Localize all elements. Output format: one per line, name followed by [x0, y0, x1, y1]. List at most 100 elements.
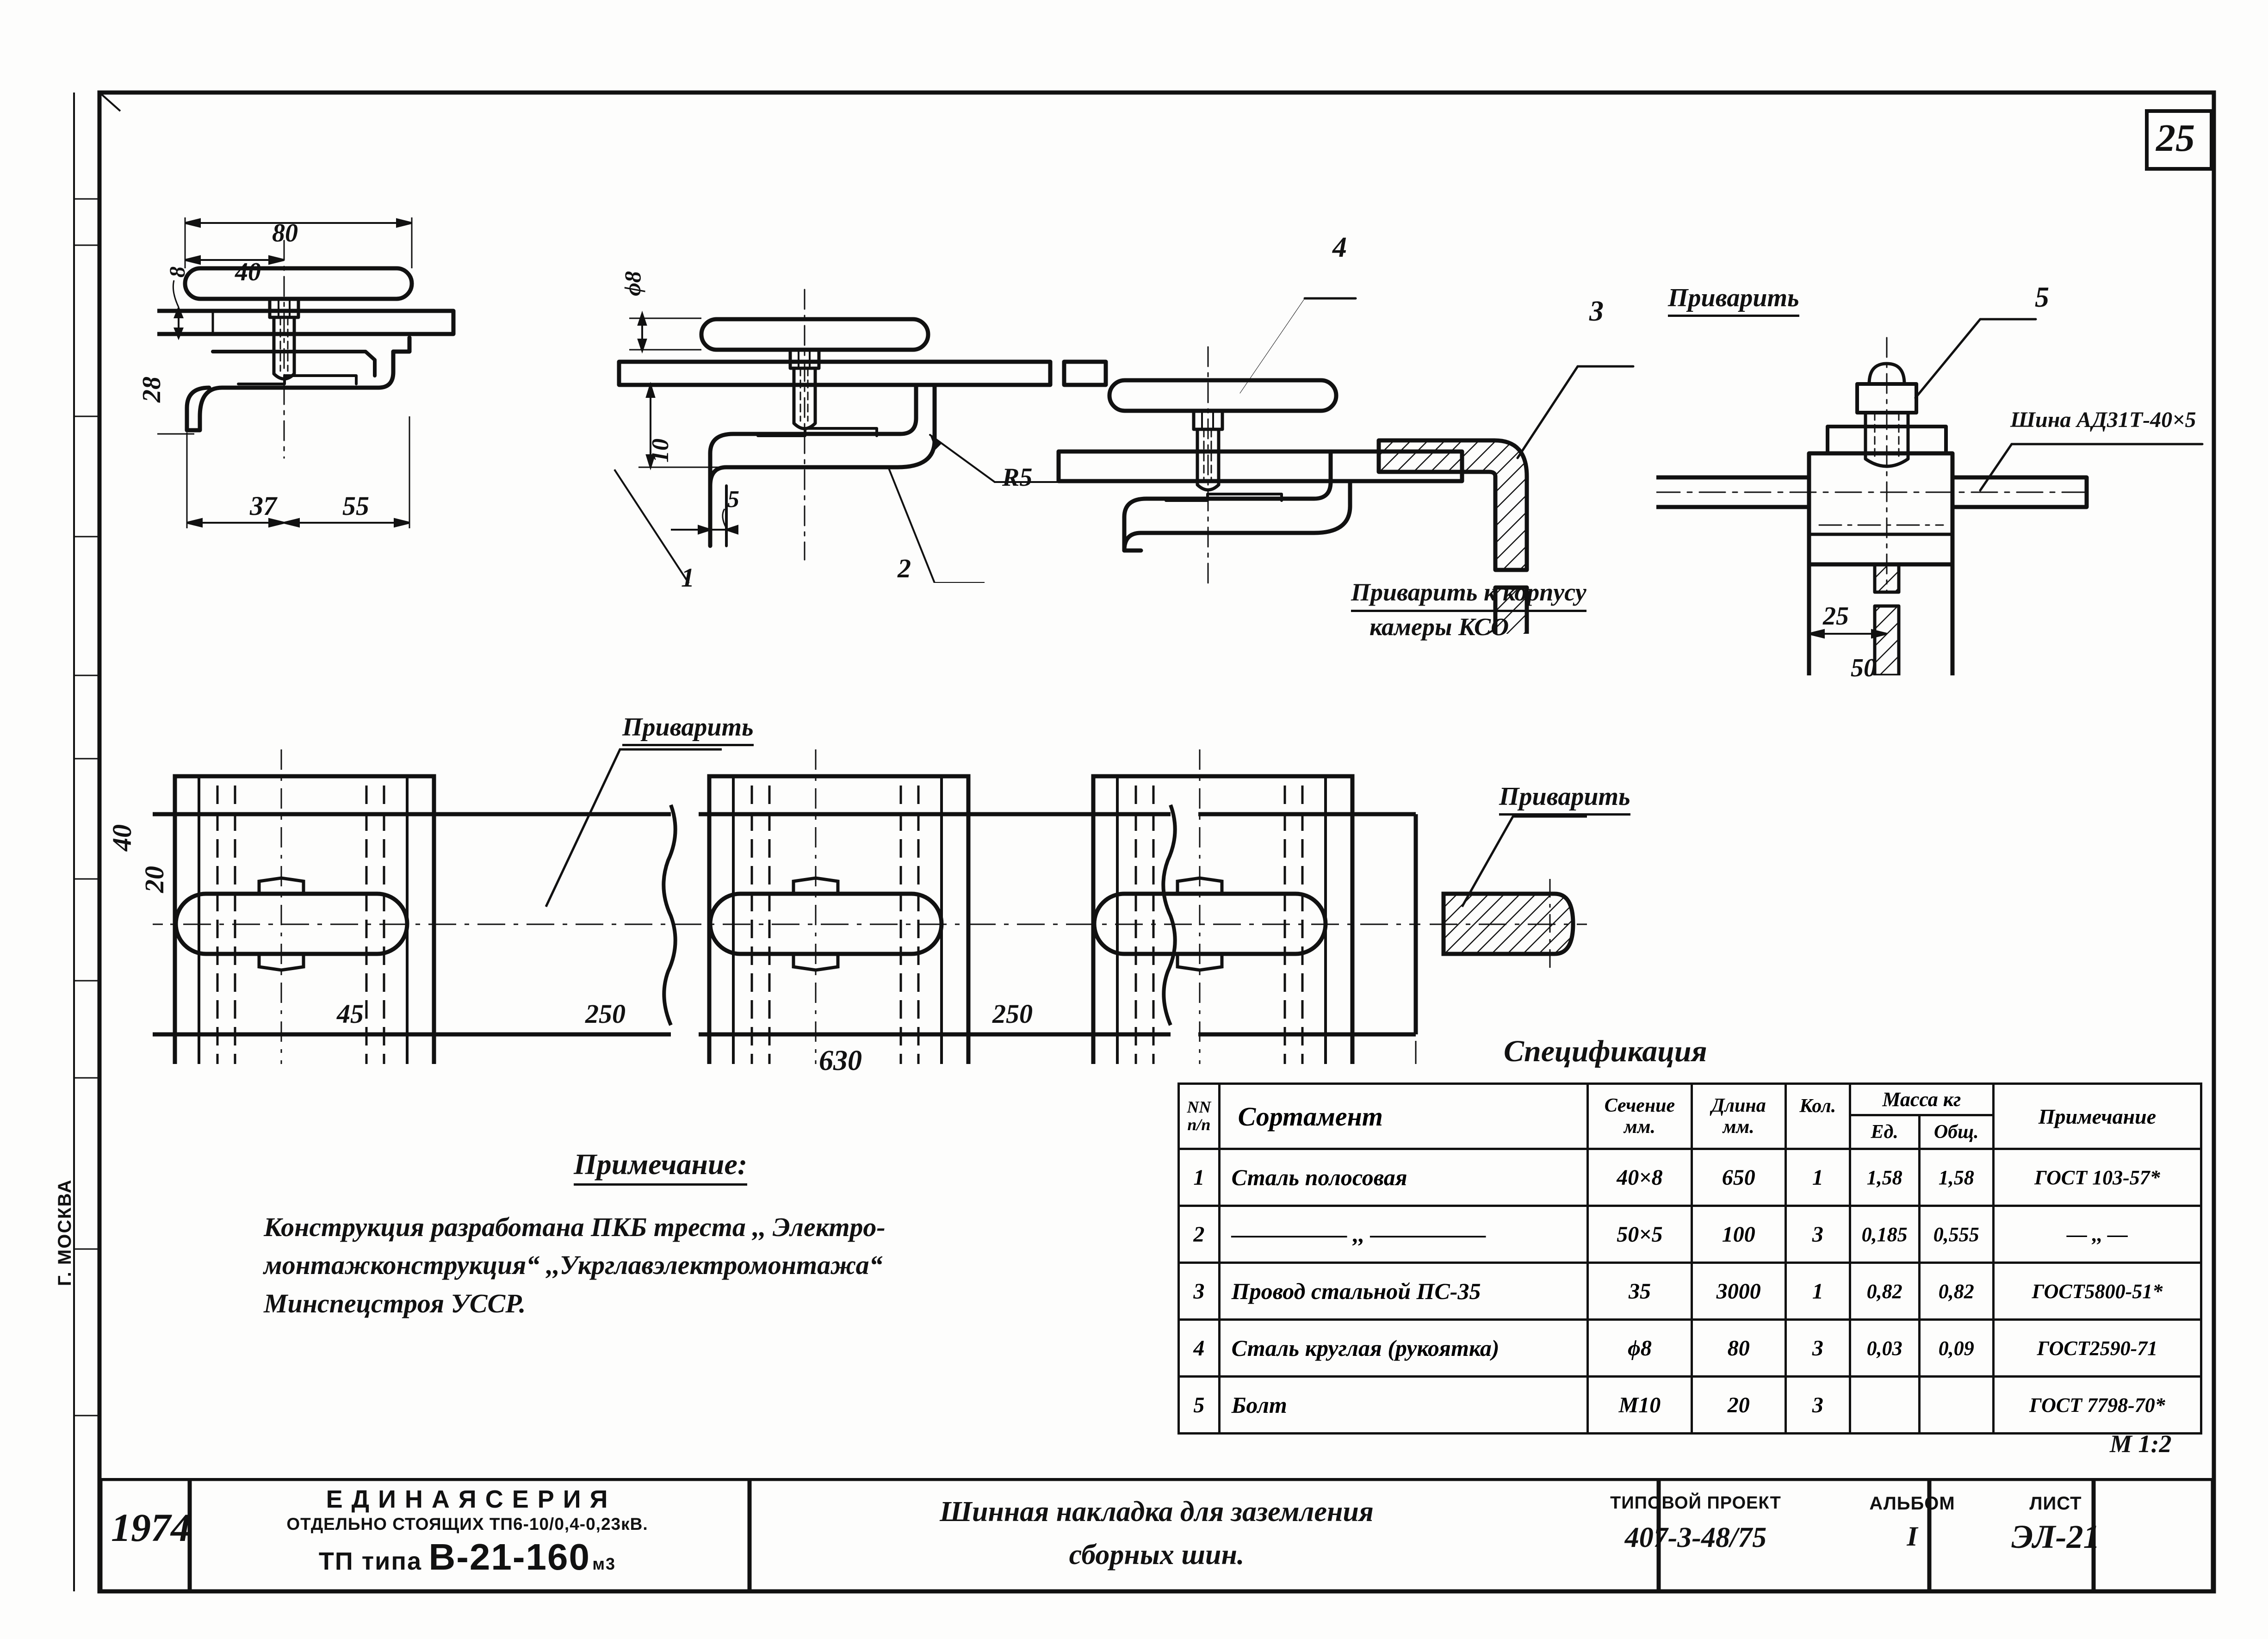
spec-cell-mass-total: 1,58: [1918, 1148, 1995, 1207]
spec-cell-sortament: Сталь круглая (рукоятка): [1218, 1318, 1589, 1378]
spec-header-no-l1: NN: [1187, 1098, 1211, 1117]
spec-header-no-l2: п/п: [1187, 1115, 1211, 1134]
spec-cell-mass-ea: 1,58: [1848, 1148, 1921, 1207]
view2-dim-R5: R5: [1002, 463, 1033, 492]
view1-dim-40: 40: [235, 258, 261, 286]
notes-line-3: Минспецстроя УССР.: [264, 1288, 526, 1318]
plan-dim-20: 20: [139, 866, 169, 893]
spec-header-row-2: Ед. Общ.: [1179, 1114, 2201, 1150]
spec-cell-mass-total: [1918, 1375, 1995, 1435]
view4-dim-50: 50: [1851, 654, 1877, 682]
notes-heading: Примечание:: [574, 1147, 748, 1186]
spec-cell-qty: 3: [1784, 1318, 1851, 1378]
spec-table-element: NN п/п Сортамент Сечение мм. Длина мм. К…: [1177, 1082, 2203, 1435]
notes-body: Конструкция разработана ПКБ треста ,, Эл…: [264, 1208, 886, 1323]
sheet-side-label: Г. МОСКВА: [55, 1179, 75, 1286]
spec-cell-mass-total: 0,555: [1918, 1205, 1995, 1264]
titleblock-drawing-title: Шинная накладка для заземления сборных ш…: [777, 1491, 1536, 1577]
titleblock-series: Е Д И Н А Я С Е Р И Я ОТДЕЛЬНО СТОЯЩИХ Т…: [197, 1485, 738, 1578]
view-1-graphic: [157, 217, 456, 528]
titleblock-series-l3: ТП типа В-21-160 м3: [197, 1536, 738, 1578]
spec-cell-length: 100: [1690, 1205, 1787, 1264]
spec-header-mass-unit: Ед.: [1848, 1114, 1921, 1150]
spec-cell-remark: — ,, —: [1992, 1205, 2203, 1264]
spec-cell-length: 80: [1690, 1318, 1787, 1378]
scale-note: М 1:2: [2110, 1430, 2172, 1458]
view1-dim-28: 28: [137, 377, 166, 402]
spec-cell-qty: 1: [1784, 1148, 1851, 1207]
spec-cell-length: 3000: [1690, 1262, 1787, 1321]
view3-weld-note-line1: Приварить к корпусу: [1351, 577, 1586, 612]
spec-cell-no: 5: [1177, 1375, 1221, 1435]
view-2-graphic: [613, 289, 1108, 583]
spec-header-qty: Кол.: [1784, 1082, 1851, 1150]
spec-header-remark: Примечание: [1992, 1082, 2203, 1150]
spec-cell-remark: ГОСТ 103-57*: [1992, 1148, 2203, 1207]
notes-block: Примечание:: [574, 1147, 748, 1186]
notes-line-2: монтажконструкция“ ,,Укрглавэлектромонта…: [264, 1250, 883, 1280]
view4-dim-25: 25: [1823, 602, 1849, 631]
spec-cell-section: М10: [1586, 1375, 1693, 1435]
titleblock-album: АЛЬБОМ I: [1836, 1493, 1989, 1552]
titleblock-album-label: АЛЬБОМ: [1869, 1493, 1955, 1514]
view4-callout-5: 5: [2035, 282, 2049, 313]
spec-cell-no: 2: [1177, 1205, 1221, 1264]
spec-cell-mass-ea: 0,185: [1848, 1205, 1921, 1264]
spec-header-row: NN п/п Сортамент Сечение мм. Длина мм. К…: [1177, 1082, 2203, 1150]
titleblock-project-number: 407-3-48/75: [1624, 1522, 1767, 1553]
notes-heading-wrap: Примечание:: [574, 1147, 748, 1186]
spec-cell-sortament: Сталь полосовая: [1218, 1148, 1589, 1207]
spec-cell-sortament: Болт: [1218, 1375, 1589, 1435]
spec-cell-length: 20: [1690, 1375, 1787, 1435]
spec-header-mass: Масса кг: [1848, 1082, 1995, 1116]
view4-bus-label: Шина АД31Т-40×5: [2010, 408, 2196, 432]
titleblock-album-value: I: [1907, 1521, 1918, 1552]
view3-weld-note-line2: камеры КСО: [1369, 612, 1509, 641]
plan-dim-250-b: 250: [992, 999, 1033, 1029]
spec-cell-no: 3: [1177, 1262, 1221, 1321]
spec-header-sortament: Сортамент: [1218, 1082, 1589, 1150]
view3-callout-4: 4: [1332, 232, 1347, 263]
titleblock-tp-suffix: м3: [592, 1554, 616, 1573]
spec-cell-mass-total: 0,09: [1918, 1318, 1995, 1378]
spec-cell-no: 4: [1177, 1318, 1221, 1378]
titleblock-series-l1: Е Д И Н А Я С Е Р И Я: [326, 1485, 609, 1513]
titleblock-project: ТИПОВОЙ ПРОЕКТ 407-3-48/75: [1582, 1493, 1809, 1554]
spec-cell-section: 35: [1586, 1262, 1693, 1321]
spec-cell-sortament: ————— ,, —————: [1218, 1205, 1589, 1264]
spec-cell-section: 40×8: [1586, 1148, 1693, 1207]
titleblock-year: 1974: [111, 1505, 191, 1550]
titleblock-project-label: ТИПОВОЙ ПРОЕКТ: [1610, 1493, 1781, 1513]
spec-cell-mass-total: 0,82: [1918, 1262, 1995, 1321]
spec-cell-no: 1: [1177, 1148, 1221, 1207]
view2-callout-2: 2: [898, 553, 911, 583]
spec-cell-sortament: Провод стальной ПС-35: [1218, 1262, 1589, 1321]
spec-title: Спецификация: [1504, 1034, 1707, 1068]
plan-dim-250-a: 250: [585, 999, 626, 1029]
plan-weld-label-left-text: Приварить: [622, 712, 754, 746]
spec-cell-remark: ГОСТ5800-51*: [1992, 1262, 2203, 1321]
titleblock-sheet: ЛИСТ ЭЛ-21: [1998, 1493, 2113, 1556]
spec-header-section: Сечение мм.: [1586, 1082, 1693, 1150]
spec-header-length: Длина мм.: [1690, 1082, 1787, 1150]
view-4-graphic: [1656, 318, 2204, 675]
spec-header-length-l2: мм.: [1723, 1116, 1754, 1138]
spec-header-section-l2: мм.: [1624, 1116, 1655, 1138]
spec-cell-qty: 3: [1784, 1205, 1851, 1264]
plan-weld-label-left: Приварить: [622, 712, 754, 746]
titleblock-drawing-title-l1: Шинная накладка для заземления: [940, 1496, 1374, 1528]
spec-cell-section: ϕ8: [1586, 1318, 1693, 1378]
view4-weld-label-text: Приварить: [1668, 283, 1799, 317]
page-number: 25: [2156, 117, 2195, 160]
spec-cell-section: 50×5: [1586, 1205, 1693, 1264]
spec-cell-mass-ea: [1848, 1375, 1921, 1435]
spec-header-section-l1: Сечение: [1604, 1095, 1675, 1116]
view2-callout-1: 1: [681, 563, 694, 593]
view2-dim-10: 10: [647, 439, 674, 463]
